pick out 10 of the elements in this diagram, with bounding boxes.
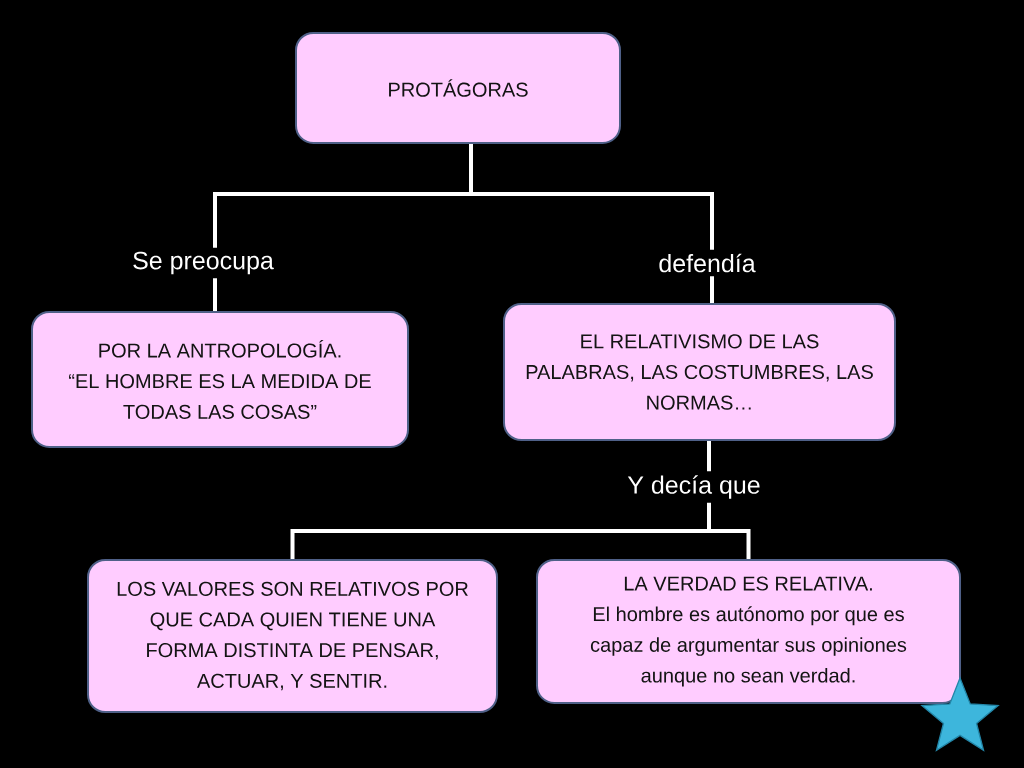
concept-box: PROTÁGORAS xyxy=(295,32,621,144)
connector-line xyxy=(290,439,751,561)
edge-label: Y decía que xyxy=(623,471,765,503)
concept-box: POR LA ANTROPOLOGÍA. “EL HOMBRE ES LA MEDIDA DE TODAS LAS COSAS” xyxy=(31,311,409,448)
concept-box: LOS VALORES SON RELATIVOS POR QUE CADA QUIEN TIENE UNA FORMA DISTINTA DE PENSAR, ACTUAR, Y SENTIR. xyxy=(87,559,498,713)
connector-line xyxy=(213,142,714,313)
concept-box: LA VERDAD ES RELATIVA. El hombre es autónomo por que es capaz de argumentar sus opiniones aunque no sean verdad. xyxy=(536,559,961,704)
concept-box: EL RELATIVISMO DE LAS PALABRAS, LAS COSTUMBRES, LAS NORMAS… xyxy=(503,303,896,441)
edge-label: Se preocupa xyxy=(128,247,278,279)
edge-label: defendía xyxy=(654,249,760,277)
